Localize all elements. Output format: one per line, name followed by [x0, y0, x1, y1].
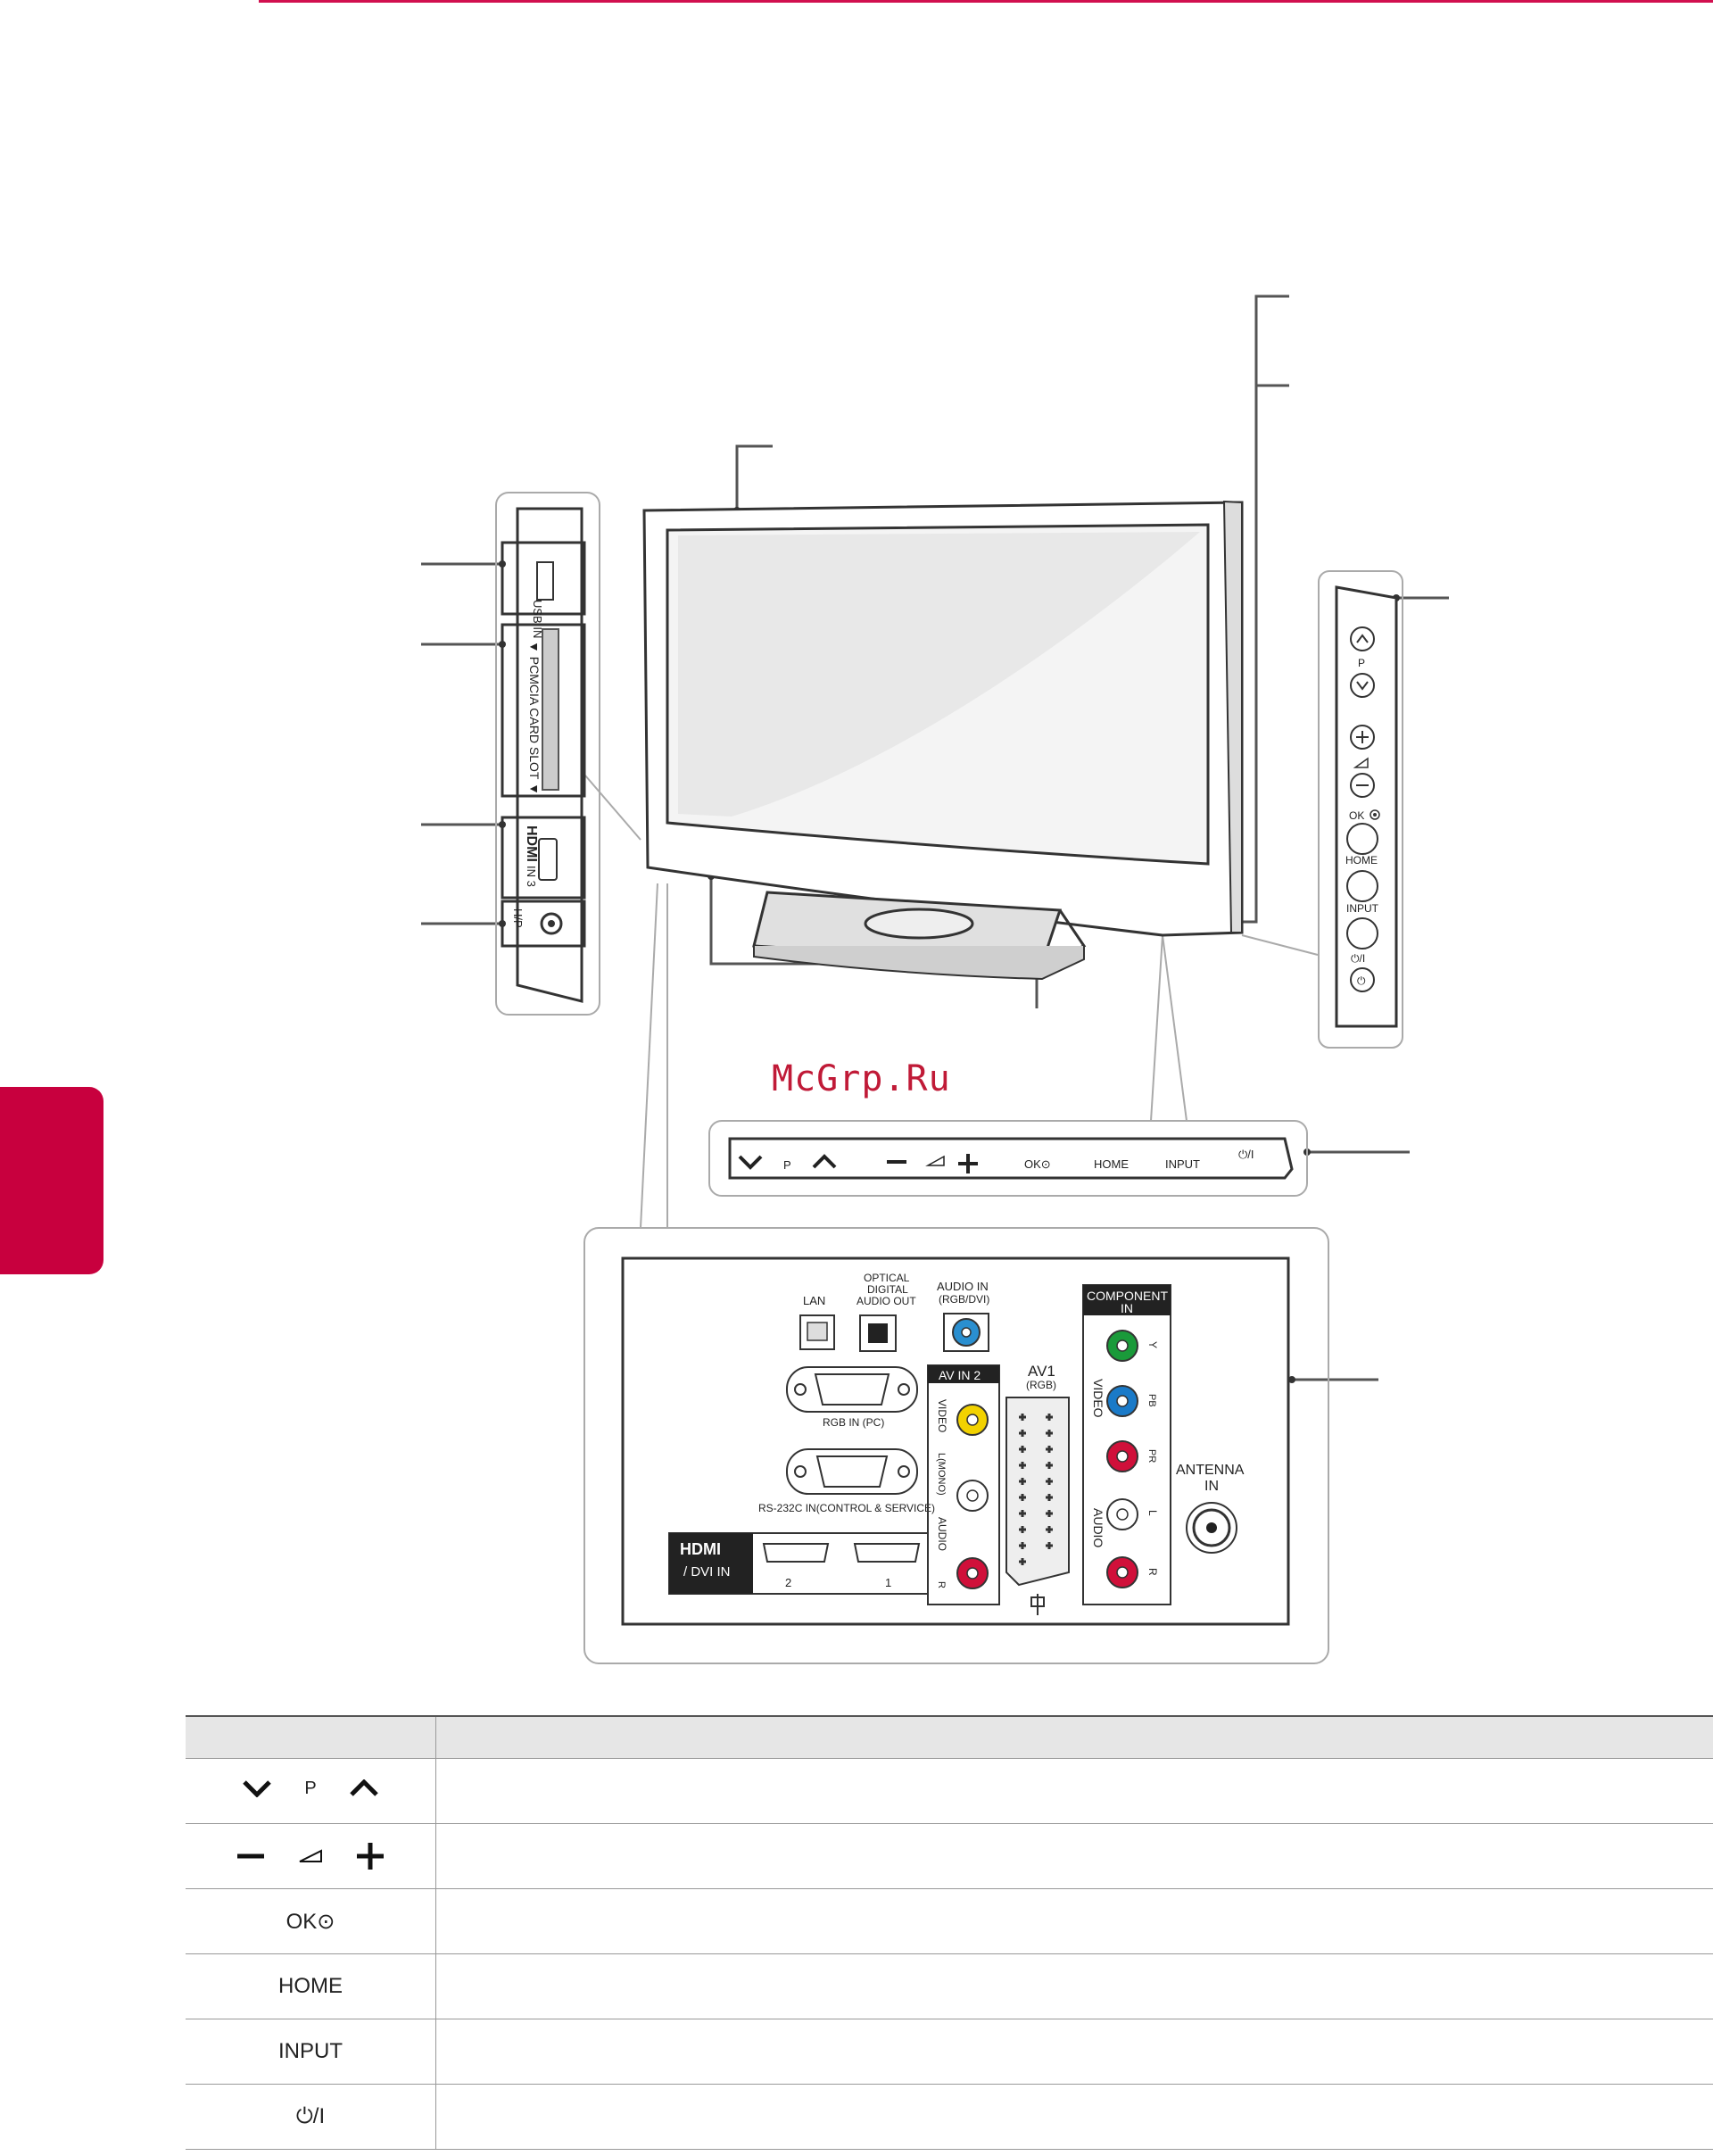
strip-ok-label: OK⊙ — [1024, 1157, 1051, 1171]
table-header-row — [186, 1715, 1713, 1759]
side-p-label: P — [1358, 657, 1365, 669]
audio-in-label-2: (RGB/DVI) — [939, 1293, 989, 1306]
side-home-label: HOME — [1345, 854, 1378, 867]
hdmi-dvi-logo: HDMI — [680, 1540, 721, 1558]
row-ok-description — [435, 1888, 1713, 1954]
rgb-in-label: RGB IN (PC) — [823, 1416, 884, 1429]
table-header-description — [435, 1715, 1713, 1759]
hdmi3-logo: HDMI — [524, 825, 539, 862]
comp-audio-label: AUDIO — [1091, 1508, 1105, 1547]
table-row: INPUT — [186, 2019, 1713, 2085]
av-mono-label: L(MONO) — [936, 1453, 947, 1496]
rear-panel: LAN OPTICAL DIGITAL AUDIO OUT AUDIO IN (… — [583, 1227, 1329, 1664]
row-input-symbol: INPUT — [186, 2019, 436, 2085]
side-ok-label: OK — [1349, 809, 1364, 822]
optical-label-3: AUDIO OUT — [856, 1295, 916, 1307]
table-row: OK⊙ — [186, 1888, 1713, 1954]
minus-icon — [237, 1853, 264, 1859]
chevron-down-icon — [243, 1780, 272, 1798]
hdmi-port-2 — [762, 1543, 830, 1563]
component-label-2: IN — [1121, 1301, 1133, 1315]
table-row: P — [186, 1758, 1713, 1824]
zoom-lines — [584, 775, 1319, 1229]
rs232-label: RS-232C IN(CONTROL & SERVICE) — [758, 1502, 935, 1514]
row-channel-symbol: P — [186, 1758, 436, 1824]
table-header-button — [186, 1715, 436, 1759]
hdmi3-port — [538, 838, 558, 881]
row-input-description — [435, 2019, 1713, 2085]
comp-y-label: Y — [1146, 1341, 1159, 1348]
button-description-table: P OK⊙ HOME IN — [186, 1715, 1713, 2150]
table-row: ⏻/I — [186, 2084, 1713, 2150]
row-channel-description — [435, 1758, 1713, 1824]
comp-pb-label: PB — [1146, 1394, 1157, 1407]
comp-pr-label: PR — [1146, 1449, 1157, 1463]
hdmi-dvi-label: / DVI IN — [683, 1564, 731, 1580]
side-input-label: INPUT — [1346, 902, 1379, 915]
row-power-symbol: ⏻/I — [186, 2084, 436, 2150]
table-row: HOME — [186, 1953, 1713, 2019]
usb-label: USB IN — [531, 600, 544, 638]
pcmcia-label: ▼ PCMCIA CARD SLOT ▼ — [527, 641, 542, 795]
lan-label: LAN — [803, 1294, 825, 1307]
comp-l-label: L — [1146, 1510, 1159, 1516]
headphone-label: H/P — [511, 908, 525, 928]
channel-p-label: P — [304, 1778, 317, 1798]
svg-text:⏻: ⏻ — [1357, 974, 1366, 987]
tv-stand — [752, 891, 1087, 981]
av-r-label: R — [936, 1581, 947, 1588]
tv-diagram: USB IN ▼ PCMCIA CARD SLOT ▼ HDMI IN 3 H/… — [421, 294, 1449, 1664]
row-home-description — [435, 1953, 1713, 2019]
tv-front — [642, 500, 1244, 937]
antenna-label-2: IN — [1204, 1479, 1219, 1494]
hdmi-port-2-number: 2 — [785, 1576, 791, 1589]
av-audio-label: AUDIO — [936, 1517, 948, 1551]
comp-r-label: R — [1146, 1568, 1159, 1576]
scart-pins — [1019, 1414, 1053, 1565]
hdmi-port-1 — [853, 1543, 921, 1563]
row-power-description — [435, 2084, 1713, 2150]
chevron-up-icon — [349, 1779, 378, 1797]
av-video-label: VIDEO — [936, 1399, 948, 1432]
table-row — [186, 1823, 1713, 1889]
strip-p-label: P — [783, 1158, 791, 1172]
row-ok-symbol: OK⊙ — [186, 1888, 436, 1954]
front-button-strip: P OK⊙ HOME INPUT ⏻/I — [708, 1120, 1308, 1197]
row-volume-symbol — [186, 1823, 436, 1889]
audio-in-label-1: AUDIO IN — [937, 1280, 989, 1293]
strip-power-label: ⏻/I — [1238, 1148, 1254, 1161]
top-rule — [259, 0, 1713, 3]
row-volume-description — [435, 1823, 1713, 1889]
plus-icon — [357, 1843, 384, 1870]
volume-icon — [299, 1849, 322, 1862]
strip-input-label: INPUT — [1165, 1157, 1200, 1171]
row-home-symbol: HOME — [186, 1953, 436, 2019]
hdmi-port-1-number: 1 — [885, 1576, 891, 1589]
chapter-side-tab — [0, 1087, 103, 1274]
av1-sub-label: (RGB) — [1026, 1379, 1056, 1391]
side-panel: USB IN ▼ PCMCIA CARD SLOT ▼ HDMI IN 3 H/… — [495, 492, 600, 1016]
usb-port — [536, 561, 554, 601]
optical-label-2: DIGITAL — [867, 1283, 908, 1296]
pcmcia-slot — [542, 628, 559, 791]
comp-video-label: VIDEO — [1091, 1379, 1105, 1418]
watermark-text: McGrp.Ru — [772, 1058, 951, 1099]
side-power-label: ⏻/I — [1351, 952, 1365, 965]
component-label-1: COMPONENT — [1087, 1289, 1168, 1303]
optical-label-1: OPTICAL — [864, 1272, 910, 1284]
side-buttons: P OK HOME INPUT ⏻/I ⏻ — [1318, 570, 1403, 1049]
av1-label: AV1 — [1028, 1363, 1055, 1380]
av1-scart-port — [1005, 1397, 1070, 1587]
av-in2-label: AV IN 2 — [939, 1368, 981, 1382]
hdmi3-label: IN 3 — [525, 866, 538, 887]
antenna-label-1: ANTENNA — [1176, 1463, 1245, 1478]
strip-home-label: HOME — [1094, 1157, 1129, 1171]
